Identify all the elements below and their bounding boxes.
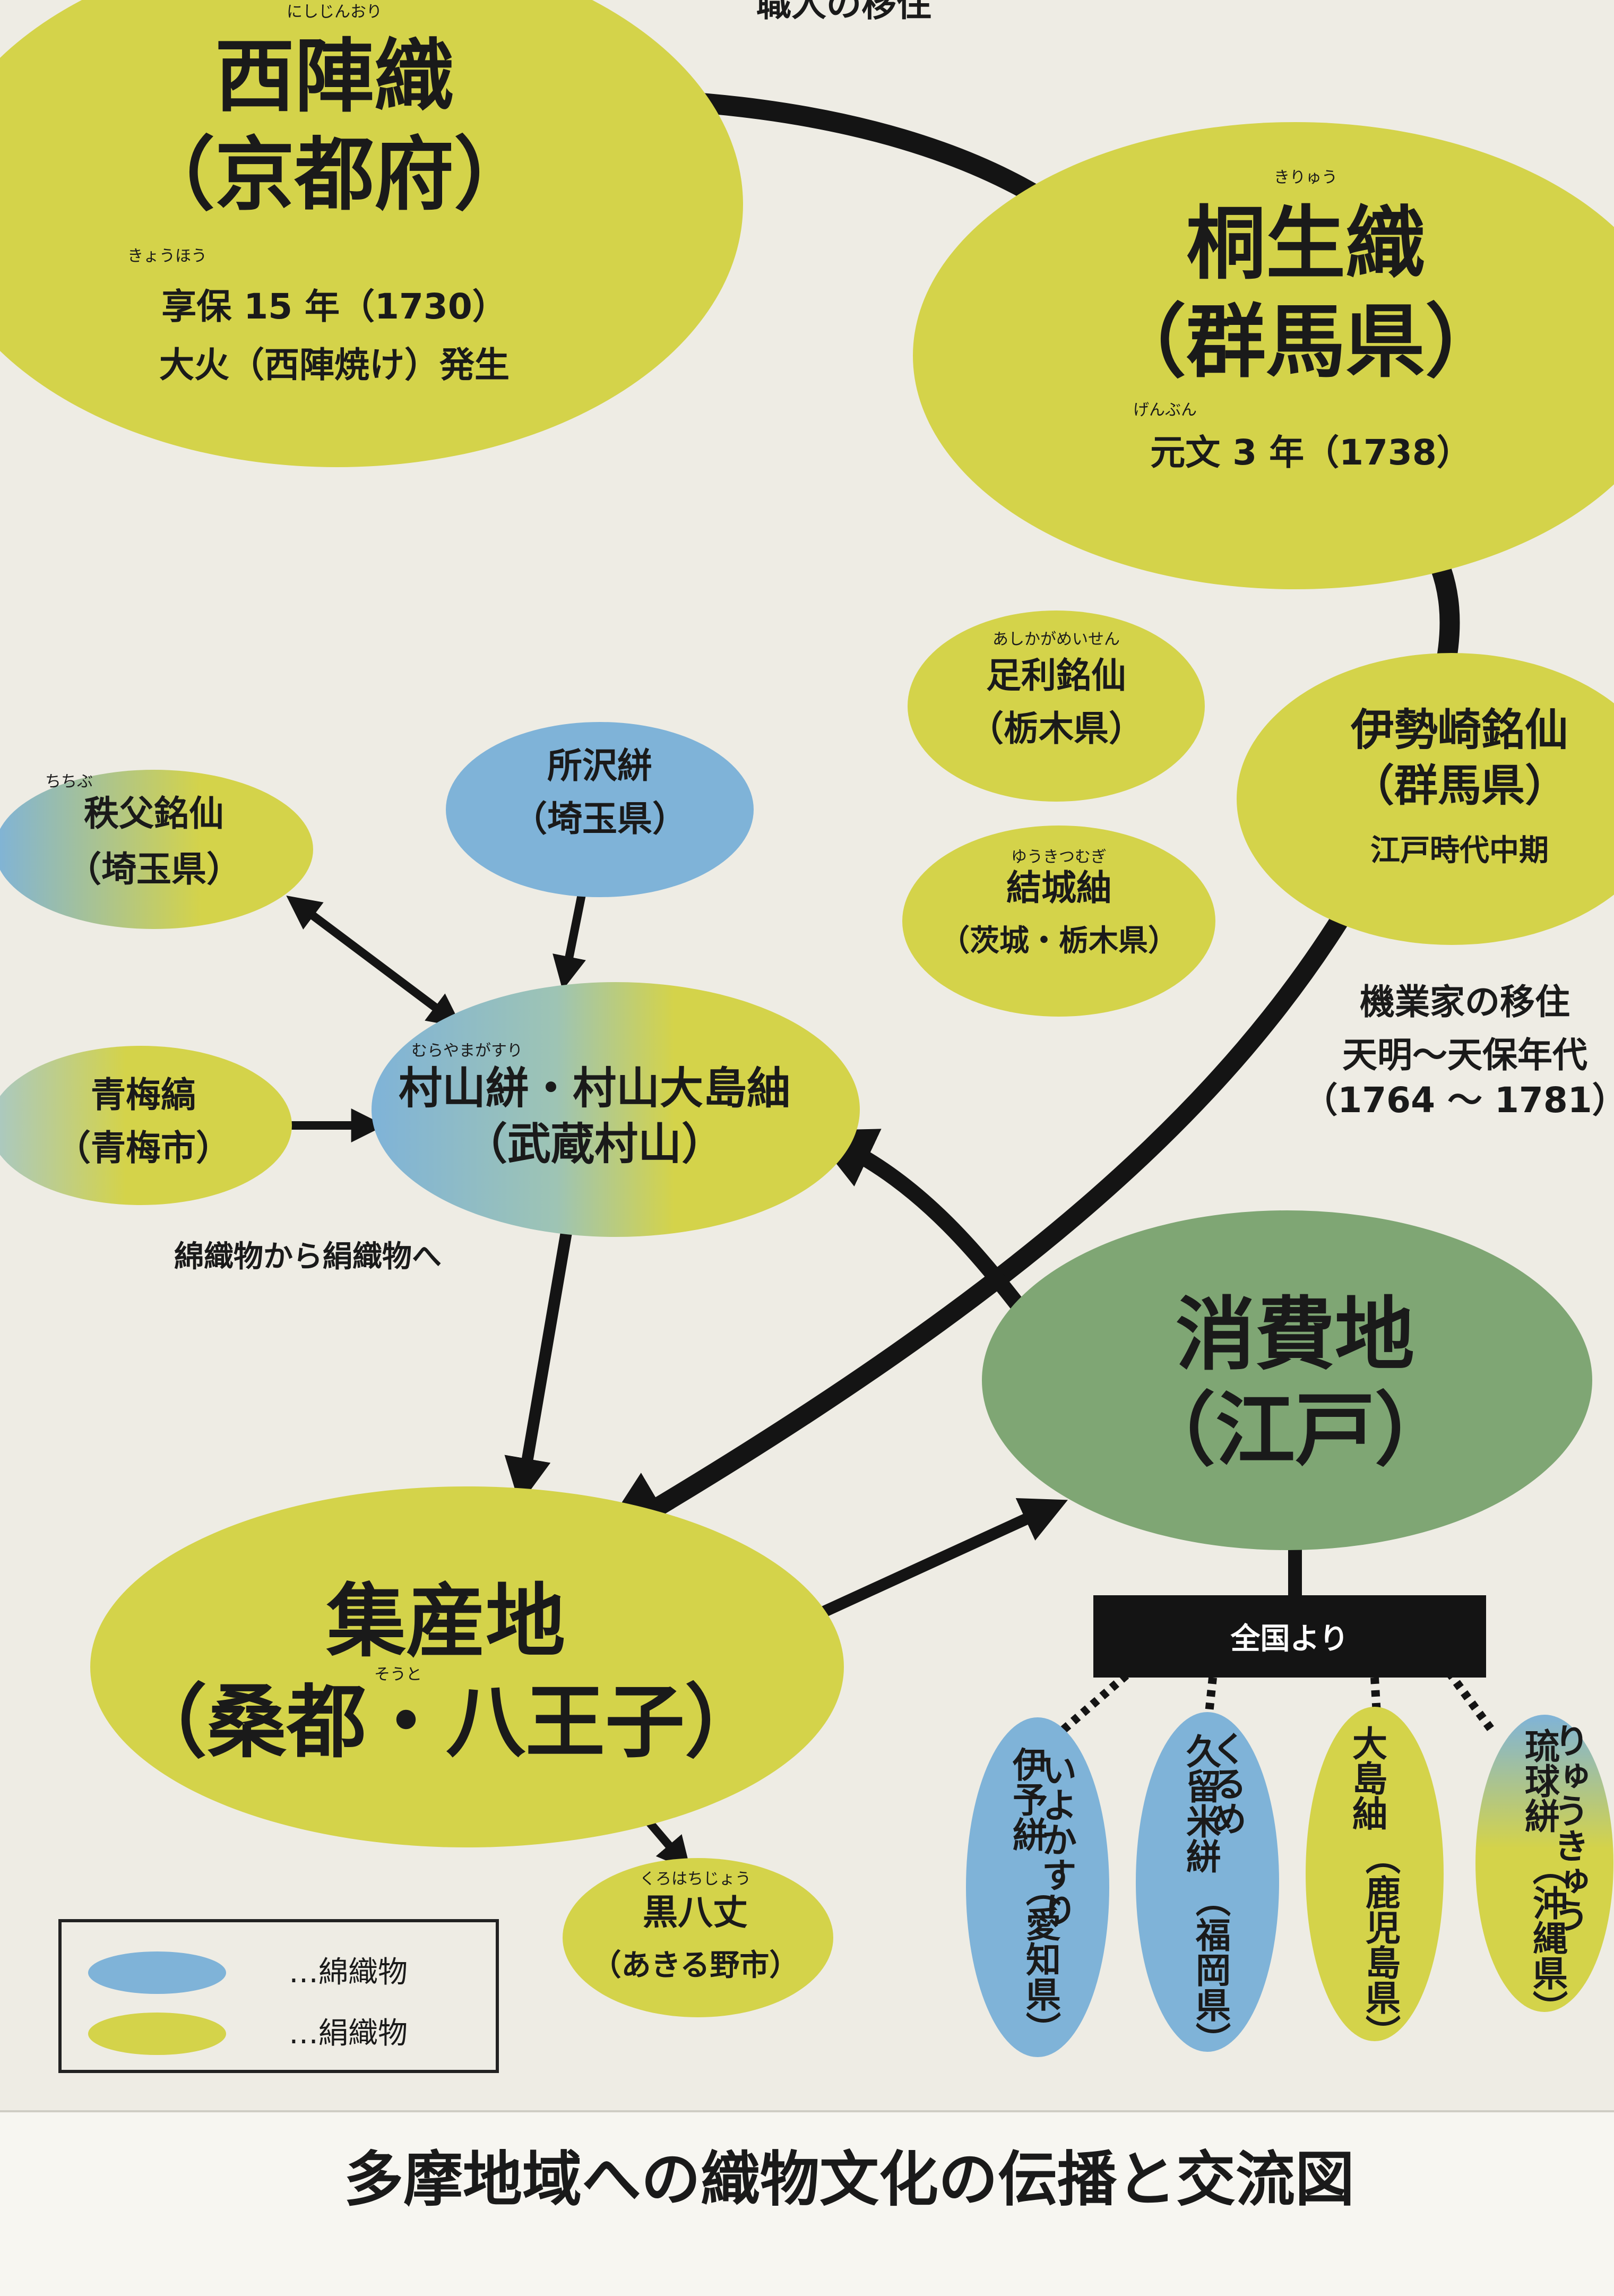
node-hachioji	[90, 1486, 844, 1847]
oshima-name: 大島紬	[1347, 1725, 1387, 1830]
node-oshima	[1306, 1707, 1444, 2041]
node-kiryu	[913, 122, 1614, 589]
murayama-name: 村山絣・村山大島紬	[398, 1063, 791, 1114]
iyo-ruby: いよかすり	[1036, 1752, 1077, 1927]
oshima-region: （鹿児島県）	[1360, 1839, 1401, 2050]
kurume-ruby: くるめ	[1206, 1731, 1247, 1836]
node-yuki	[902, 825, 1215, 1017]
isesaki-region: （群馬県）	[1350, 761, 1569, 811]
murayama-region: （武蔵村山）	[463, 1119, 726, 1170]
ashikaga-region: （栃木県）	[969, 708, 1144, 749]
arrow-chichibu-murayama	[286, 895, 462, 1028]
legend: …綿織物 …絹織物	[58, 1919, 499, 2073]
ryukyu-name: 琉球絣	[1519, 1728, 1560, 1833]
node-kurohachijo	[563, 1858, 833, 2017]
kiryu-era-ruby: げんぶん	[1133, 401, 1197, 419]
legend-cotton-swatch	[88, 1951, 226, 1994]
chichibu-name: 秩父銘仙	[84, 793, 224, 834]
node-ome	[0, 1046, 292, 1205]
nishijin-region: （京都府）	[135, 129, 534, 221]
node-chichibu	[0, 770, 313, 929]
nishijin-era-ruby: きょうほう	[127, 247, 207, 265]
ome-region: （青梅市）	[56, 1128, 231, 1168]
tokorozawa-region: （埼玉県）	[512, 798, 687, 839]
nationwide-bar: 全国より	[1093, 1595, 1486, 1678]
ryukyu-ruby: りゅうきゅう	[1548, 1723, 1589, 1933]
kurohachijo-ruby: くろはちじょう	[640, 1870, 751, 1888]
label-cotton-to-silk: 綿織物から絹織物へ	[174, 1240, 442, 1274]
node-isesaki	[1237, 653, 1614, 945]
kiryu-note-year: 元文 3 年（1738）	[1150, 432, 1472, 473]
edo-name: 消費地	[1175, 1289, 1415, 1381]
node-murayama	[372, 982, 860, 1237]
chichibu-region: （埼玉県）	[66, 849, 241, 890]
kiryu-region: （群馬県）	[1106, 296, 1505, 389]
arrow-murayama-hachioji	[504, 1180, 591, 1505]
label-artisan-migration: 職人の移住	[756, 0, 931, 24]
nishijin-ruby: にしじんおり	[287, 3, 382, 21]
kurume-region: （福岡県）	[1190, 1882, 1231, 2057]
label-factory-migration: 機業家の移住	[1360, 982, 1570, 1022]
isesaki-note-era: 江戸時代中期	[1370, 833, 1549, 868]
label-migration-years: （1764 ～ 1781）	[1302, 1080, 1614, 1121]
node-nishijin	[0, 0, 743, 467]
hachioji-name: 集産地	[326, 1576, 566, 1668]
kurume-name: 久留米絣	[1180, 1733, 1221, 1873]
iyo-name: 伊予絣	[1007, 1747, 1048, 1852]
node-ashikaga	[908, 610, 1205, 802]
kiryu-ruby: きりゅう	[1274, 168, 1337, 187]
kurohachijo-name: 黒八丈	[643, 1892, 748, 1933]
edo-region: （江戸）	[1135, 1385, 1455, 1477]
nishijin-note-fire: 大火（西陣焼け）発生	[159, 345, 510, 385]
nishijin-name: 西陣織	[214, 31, 454, 123]
node-iyo	[966, 1717, 1109, 2057]
arrow-hachioji-edo	[771, 1498, 1068, 1638]
murayama-ruby: むらやまがすり	[411, 1042, 523, 1060]
ashikaga-ruby: あしかがめいせん	[992, 630, 1120, 649]
arrow-edo-to-murayama	[810, 1129, 1041, 1332]
arrow-isesaki-to-hachioji	[594, 897, 1359, 1545]
legend-silk-label: …絹織物	[289, 2016, 408, 2051]
nishijin-note-year: 享保 15 年（1730）	[161, 286, 507, 327]
node-kurume	[1136, 1712, 1279, 2052]
ashikaga-name: 足利銘仙	[986, 655, 1126, 696]
ryukyu-region: （沖縄県）	[1527, 1850, 1568, 2025]
yuki-name: 結城紬	[1006, 867, 1111, 908]
iyo-region: （愛知県）	[1020, 1871, 1061, 2046]
label-migration-era: 天明～天保年代	[1342, 1035, 1587, 1076]
node-ryukyu	[1475, 1715, 1613, 2012]
chichibu-ruby: ちちぶ	[45, 772, 93, 791]
kurohachijo-region: （あきる野市）	[591, 1948, 799, 1983]
legend-silk-swatch	[88, 2013, 226, 2055]
legend-cotton-label: …綿織物	[289, 1955, 408, 1990]
node-edo	[982, 1210, 1592, 1550]
tokorozawa-name: 所沢絣	[547, 745, 652, 786]
yuki-region: （茨城・栃木県）	[940, 924, 1178, 958]
kiryu-name: 桐生織	[1186, 198, 1426, 290]
node-tokorozawa	[446, 722, 754, 897]
isesaki-name: 伊勢崎銘仙	[1350, 705, 1569, 755]
page-title: 多摩地域への織物文化の伝播と交流図	[344, 2145, 1354, 2214]
title-band	[0, 2110, 1614, 2296]
ome-name: 青梅縞	[91, 1074, 196, 1115]
hachioji-ruby: そうと	[374, 1665, 422, 1684]
hachioji-region: （桑都・八王子）	[127, 1676, 765, 1769]
yuki-ruby: ゆうきつむぎ	[1011, 848, 1107, 866]
